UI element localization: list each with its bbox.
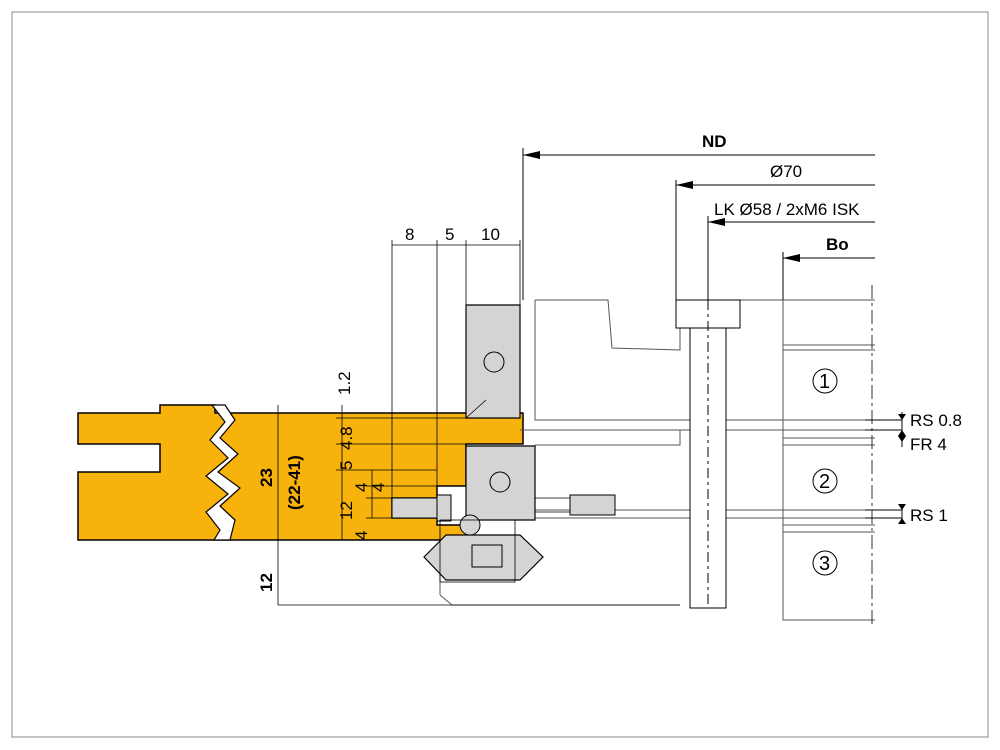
label-12: 12: [337, 501, 356, 520]
label-22-41: (22-41): [285, 455, 304, 510]
label-width-8: 8: [405, 225, 414, 244]
label-width-5: 5: [445, 225, 454, 244]
clamp-screw-nut: [423, 514, 544, 583]
circled-number-2: 2: [812, 468, 838, 494]
label-4a: 4: [352, 483, 371, 492]
label-nd: ND: [702, 132, 727, 151]
label-rs-1: RS 1: [910, 506, 948, 525]
side-screw: [535, 494, 616, 516]
right-dim-ticks: [865, 412, 903, 523]
label-5: 5: [337, 461, 356, 470]
drawing-frame: [11, 11, 989, 738]
label-12-bottom: 12: [257, 573, 276, 592]
label-4-8: 4.8: [337, 426, 356, 450]
label-rs-0-8: RS 0.8: [910, 411, 962, 430]
top-dim-arrows: [523, 151, 800, 262]
width-dim-lines: [391, 240, 521, 498]
label-4c: 4: [352, 531, 371, 540]
svg-text:3: 3: [819, 553, 830, 575]
label-bo: Bo: [826, 235, 849, 254]
label-23: 23: [257, 468, 276, 487]
upper-knife: [465, 304, 521, 419]
label-4b: 4: [369, 483, 388, 492]
top-dim-lines: [522, 148, 875, 300]
circled-number-1: 1: [812, 368, 838, 394]
lower-knife: [391, 445, 536, 522]
circled-number-3: 3: [812, 550, 838, 576]
right-dim-arrows: [898, 414, 906, 524]
left-dim-lines: [277, 405, 680, 606]
svg-text:2: 2: [819, 471, 830, 493]
label-width-10: 10: [481, 225, 500, 244]
label-d70: Ø70: [770, 162, 802, 181]
countersunk-bolt: [675, 299, 741, 609]
label-lk: LK Ø58 / 2xM6 ISK: [714, 200, 860, 219]
svg-text:1: 1: [819, 371, 830, 393]
break-line: [205, 404, 241, 541]
label-fr-4: FR 4: [910, 435, 947, 454]
label-1-2: 1.2: [335, 371, 354, 395]
